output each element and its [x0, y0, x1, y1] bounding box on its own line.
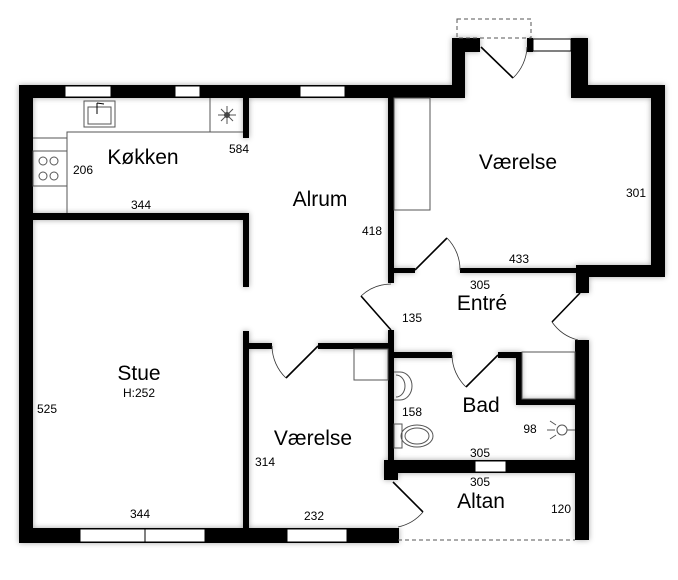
window	[79, 528, 146, 543]
sink-icon	[83, 100, 116, 128]
room-label-kitchen: Køkken	[107, 146, 178, 169]
stove-icon	[32, 150, 68, 187]
room-labels: Køkken Alrum Værelse Stue H:252 Entré Ba…	[107, 146, 557, 513]
dim-label: 232	[304, 509, 324, 523]
doors	[271, 18, 581, 541]
window	[286, 528, 348, 543]
dim-label: 418	[362, 224, 382, 238]
dim-label: 584	[229, 142, 249, 156]
room-label-balcony: Altan	[457, 490, 505, 513]
room-label-living-room: Stue	[117, 362, 160, 385]
kitchen-counter	[33, 98, 243, 213]
window	[532, 38, 572, 52]
shower-icon	[547, 420, 575, 440]
window	[174, 85, 201, 98]
toilet-icon	[393, 423, 434, 449]
room-label-family-room: Alrum	[293, 188, 348, 211]
dim-label: 301	[626, 186, 646, 200]
door[interactable]	[360, 295, 392, 331]
dim-label: 525	[37, 402, 57, 416]
entry-step	[456, 18, 532, 39]
door[interactable]	[392, 481, 424, 513]
door[interactable]	[285, 345, 319, 379]
dim-label: 344	[131, 198, 151, 212]
room-label-entrance: Entré	[457, 292, 507, 315]
door[interactable]	[414, 237, 448, 271]
room-label-bedroom-top: Værelse	[479, 151, 557, 174]
window	[64, 85, 112, 98]
walls	[19, 38, 665, 543]
door[interactable]	[551, 292, 581, 323]
room-label-bedroom-bottom: Værelse	[274, 427, 352, 450]
dim-label: 305	[470, 446, 490, 460]
washbasin-icon	[394, 371, 413, 401]
living-room-height: H:252	[123, 386, 155, 400]
window	[474, 460, 507, 473]
window	[144, 528, 206, 543]
wardrobe	[393, 97, 431, 211]
dim-label: 433	[509, 252, 529, 266]
dim-label: 120	[551, 502, 571, 516]
room-label-bathroom: Bad	[462, 394, 499, 417]
dimension-labels: 206 344 584 418 301 433 305 135 525 344 …	[37, 142, 646, 523]
dim-label: 158	[402, 405, 422, 419]
closet	[353, 348, 389, 381]
dim-label: 305	[470, 475, 490, 489]
dim-label: 206	[73, 163, 93, 177]
dim-label: 135	[402, 311, 422, 325]
door[interactable]	[480, 46, 514, 79]
fixtures	[32, 97, 576, 449]
window	[299, 85, 346, 98]
windows	[64, 38, 572, 543]
dim-label: 344	[130, 507, 150, 521]
dim-label: 314	[255, 455, 275, 469]
bath-closet	[521, 351, 576, 400]
dim-label: 305	[470, 278, 490, 292]
door[interactable]	[465, 354, 499, 388]
fridge-snowflake-icon	[218, 106, 236, 124]
dim-label: 98	[523, 422, 537, 436]
